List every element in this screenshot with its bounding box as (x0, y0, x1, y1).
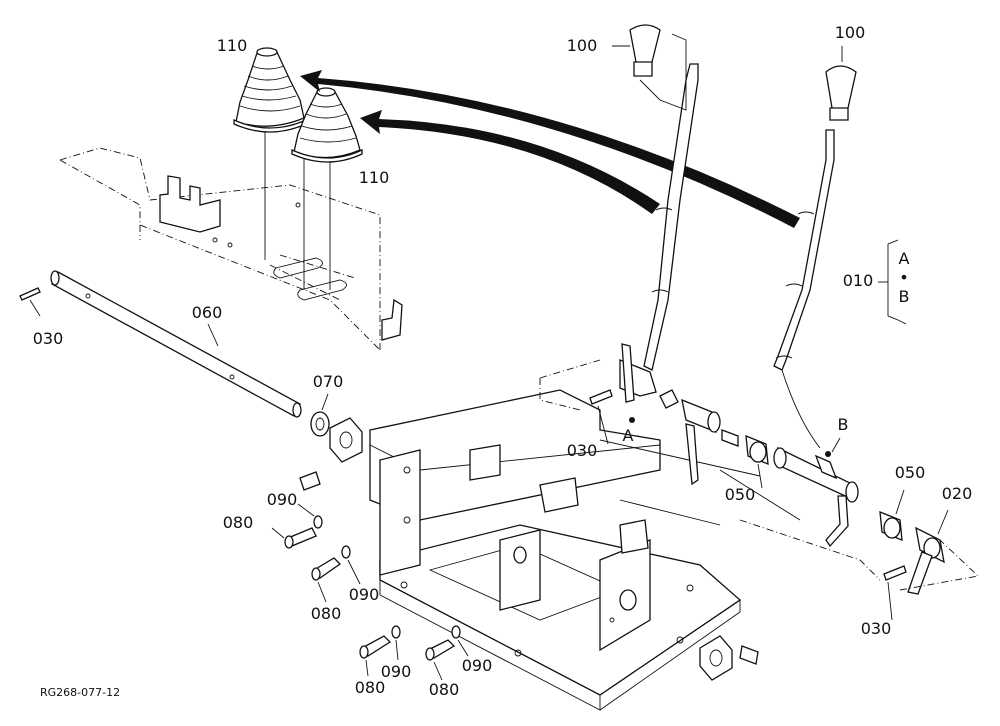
part-callout-090: 090 (462, 656, 493, 675)
bracket-label-a: A (899, 249, 910, 268)
bracket-label-b: B (899, 287, 910, 306)
rubber-boot-right (291, 87, 363, 163)
bolt-080-d (425, 639, 456, 681)
washer-070 (310, 393, 330, 437)
part-callout-090: 090 (267, 490, 298, 509)
part-callout-050: 050 (725, 485, 756, 504)
part-callout-050: 050 (895, 463, 926, 482)
rubber-boot-left (233, 47, 307, 133)
part-callout-a: A (623, 426, 634, 445)
small-bolt-right (739, 645, 759, 665)
callout-labels: 110110100100010030060070030AB05005002009… (33, 23, 973, 699)
part-callout-080: 080 (223, 513, 254, 532)
part-callout-020: 020 (942, 484, 973, 503)
bolt-080-b (311, 557, 342, 603)
part-callout-080: 080 (429, 680, 460, 699)
part-callout-080: 080 (311, 604, 342, 623)
lever-knob-a (612, 24, 687, 111)
bolt-080-c (359, 635, 392, 677)
shaft-060 (50, 270, 302, 418)
drawing-code: RG268-077-12 (40, 686, 120, 699)
part-callout-110: 110 (217, 36, 248, 55)
washer-090-a (297, 503, 323, 529)
right-flange-bushing (699, 635, 733, 681)
part-callout-010: 010 (843, 271, 874, 290)
part-callout-080: 080 (355, 678, 386, 697)
bolt-080-a (271, 527, 317, 549)
small-bolt-upper (299, 471, 321, 491)
part-callout-030: 030 (861, 619, 892, 638)
assembly-arrows (300, 70, 800, 228)
left-bushing (329, 417, 363, 463)
part-callout-090: 090 (349, 585, 380, 604)
part-callout-110: 110 (359, 168, 390, 187)
part-callout-030: 030 (567, 441, 598, 460)
part-callout-b: B (838, 415, 849, 434)
washer-090-c (391, 625, 401, 661)
spring-pin-left (19, 287, 41, 317)
part-callout-090: 090 (381, 662, 412, 681)
bracket-label-dot: • (899, 268, 908, 287)
assembly-bracket (878, 239, 907, 325)
part-callout-030: 030 (33, 329, 64, 348)
part-callout-100: 100 (835, 23, 866, 42)
main-frame (369, 389, 801, 711)
part-callout-100: 100 (567, 36, 598, 55)
shift-lever-a (539, 63, 769, 489)
upper-panel-outline (59, 130, 403, 351)
part-callout-070: 070 (313, 372, 344, 391)
part-callout-060: 060 (192, 303, 223, 322)
shift-lever-b (739, 129, 979, 621)
washer-090-d (451, 625, 469, 657)
washer-090-b (341, 545, 361, 585)
lever-knob-b (825, 46, 857, 121)
